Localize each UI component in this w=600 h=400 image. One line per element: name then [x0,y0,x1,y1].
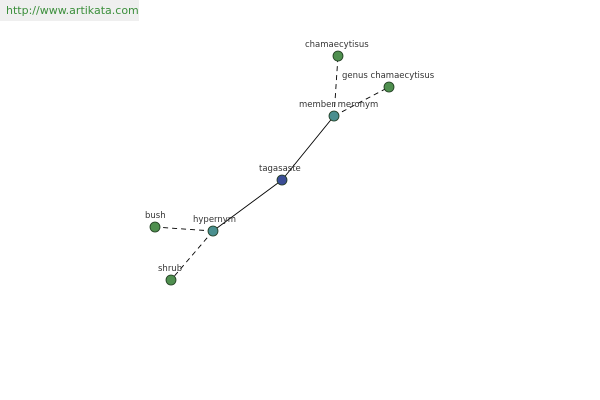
node-label-tagasaste[interactable]: tagasaste [259,164,301,174]
site-url-watermark[interactable]: http://www.artikata.com [0,0,139,21]
node-member-meronym[interactable] [328,110,340,122]
node-label-shrub[interactable]: shrub [158,264,182,274]
node-bush[interactable] [149,221,161,233]
node-label-member-meronym[interactable]: member meronym [299,100,378,110]
node-label-hypernym[interactable]: hypernym [193,215,236,225]
node-label-chamaecytisus[interactable]: chamaecytisus [305,40,369,50]
node-chamaecytisus[interactable] [332,50,344,62]
edge-member-meronym-to-chamaecytisus [333,55,339,117]
node-genus-chamaecytisus[interactable] [383,81,395,93]
node-label-bush[interactable]: bush [145,211,166,221]
node-tagasaste[interactable] [276,174,288,186]
node-label-genus-chamaecytisus[interactable]: genus chamaecytisus [342,71,435,81]
node-shrub[interactable] [165,274,177,286]
edge-member-meronym-to-genus-chamaecytisus [333,86,390,117]
edge-hypernym-to-bush [154,226,214,232]
edge-hypernym-to-shrub [170,230,214,281]
edges-layer [154,55,390,281]
edge-tagasaste-to-hypernym [212,179,283,232]
node-hypernym[interactable] [207,225,219,237]
edge-tagasaste-to-member-meronym [281,115,335,181]
nodes-layer: tagasaste member meronym hypernym chamaecyt… [145,40,435,286]
